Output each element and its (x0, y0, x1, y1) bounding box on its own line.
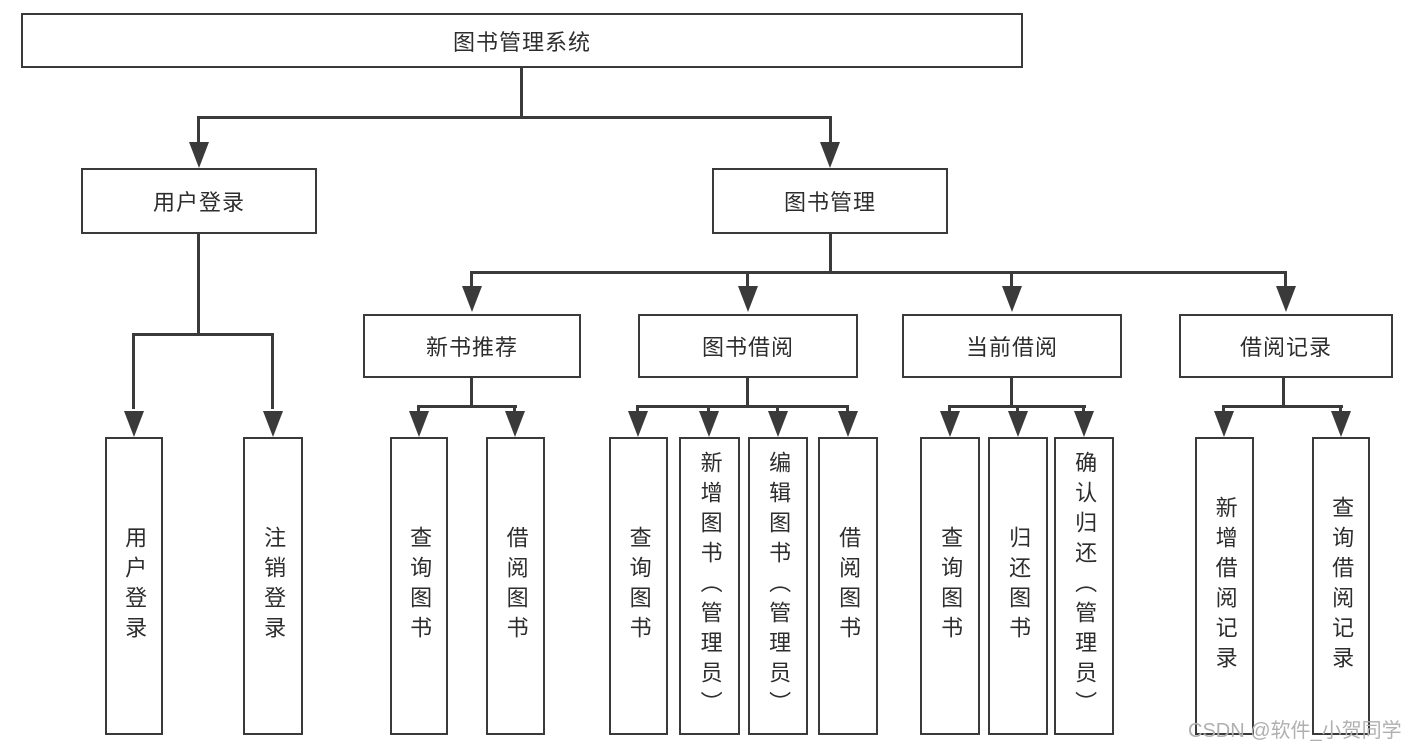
leaf-label: 新增图书（管理员） (697, 451, 723, 721)
node-borrowing-records: 借阅记录 (1179, 314, 1393, 378)
edge-book-management-stem (829, 234, 832, 274)
leaf-label: 查询图书 (626, 526, 652, 646)
leaf-query-books-current: 查询图书 (920, 437, 980, 735)
node-current-borrowing: 当前借阅 (902, 314, 1122, 378)
leaf-label: 查询图书 (407, 526, 433, 646)
edge-drop-leaf (1016, 405, 1019, 415)
edge-drop-book-management (829, 116, 832, 144)
leaf-add-books-admin: 新增图书（管理员） (679, 437, 740, 735)
arrow-down-icon (699, 411, 719, 437)
node-book-borrowing: 图书借阅 (638, 314, 858, 378)
arrow-down-icon (1074, 411, 1094, 437)
arrow-down-icon (263, 411, 283, 437)
edge-drop-leaf (1222, 405, 1225, 415)
edge-borrow-records-stem (1282, 378, 1285, 408)
edge-drop-user-login (197, 116, 200, 144)
edge-drop-borrow-records (1284, 271, 1287, 287)
leaf-confirm-return-admin: 确认归还（管理员） (1054, 437, 1114, 735)
arrow-down-icon (820, 142, 840, 168)
leaf-label: 编辑图书（管理员） (766, 451, 792, 721)
edge-root-branch-bar (197, 116, 832, 119)
arrow-down-icon (462, 286, 482, 312)
leaf-label: 归还图书 (1006, 526, 1032, 646)
leaf-label: 查询图书 (938, 526, 964, 646)
node-root-library-system: 图书管理系统 (21, 13, 1023, 68)
edge-book-management-branch-bar (470, 271, 1287, 274)
arrow-down-icon (838, 411, 858, 437)
csdn-watermark: CSDN @软件_小贺同学 (1188, 720, 1402, 742)
edge-drop-new-book (470, 271, 473, 287)
leaf-user-login: 用户登录 (105, 437, 163, 735)
arrow-down-icon (768, 411, 788, 437)
edge-borrow-records-branch-bar (1222, 405, 1343, 408)
node-label: 借阅记录 (1239, 335, 1332, 360)
leaf-label: 注销登录 (261, 526, 287, 646)
edge-drop-leaf (776, 405, 779, 415)
leaf-label: 新增借阅记录 (1212, 496, 1238, 676)
leaf-query-books-recommend: 查询图书 (390, 437, 448, 735)
arrow-down-icon (1214, 411, 1234, 437)
arrow-down-icon (1331, 411, 1351, 437)
node-user-login: 用户登录 (81, 168, 317, 234)
edge-drop-leaf (1082, 405, 1085, 415)
edge-drop-leaf (132, 333, 135, 409)
edge-drop-leaf (846, 405, 849, 415)
arrow-down-icon (940, 411, 960, 437)
leaf-edit-books-admin: 编辑图书（管理员） (748, 437, 808, 735)
leaf-label: 用户登录 (122, 526, 148, 646)
arrow-down-icon (738, 286, 758, 312)
leaf-label: 借阅图书 (503, 526, 529, 646)
edge-drop-current-borrow (1010, 271, 1013, 287)
edge-new-book-stem (470, 378, 473, 408)
node-new-book-recommendation: 新书推荐 (363, 314, 581, 378)
arrow-down-icon (1008, 411, 1028, 437)
leaf-borrow-books-recommend: 借阅图书 (486, 437, 545, 735)
arrow-down-icon (124, 411, 144, 437)
edge-drop-leaf (636, 405, 639, 415)
edge-new-book-branch-bar (417, 405, 517, 408)
edge-drop-leaf (948, 405, 951, 415)
edge-book-borrow-branch-bar (636, 405, 849, 408)
edge-book-borrow-stem (746, 378, 749, 408)
edge-drop-book-borrow (746, 271, 749, 287)
leaf-query-borrow-record: 查询借阅记录 (1312, 437, 1370, 735)
arrow-down-icon (628, 411, 648, 437)
edge-user-login-stem (197, 234, 200, 336)
leaf-borrow-books: 借阅图书 (818, 437, 878, 735)
edge-user-login-branch-bar (132, 333, 274, 336)
edge-drop-leaf (513, 405, 516, 415)
node-label: 新书推荐 (425, 335, 518, 360)
edge-current-borrow-stem (1010, 378, 1013, 408)
node-book-management: 图书管理 (712, 168, 948, 234)
leaf-return-books: 归还图书 (988, 437, 1048, 735)
edge-drop-leaf (1339, 405, 1342, 415)
arrow-down-icon (189, 142, 209, 168)
leaf-label: 借阅图书 (836, 526, 862, 646)
edge-root-stem (520, 68, 523, 118)
leaf-label: 查询借阅记录 (1329, 496, 1355, 676)
leaf-logout: 注销登录 (243, 437, 303, 735)
edge-drop-leaf (707, 405, 710, 415)
arrow-down-icon (409, 411, 429, 437)
arrow-down-icon (1002, 286, 1022, 312)
node-label: 当前借阅 (965, 335, 1058, 360)
edge-drop-leaf (271, 333, 274, 409)
node-label: 图书管理 (783, 190, 876, 215)
leaf-label: 确认归还（管理员） (1072, 451, 1098, 721)
arrow-down-icon (505, 411, 525, 437)
leaf-add-borrow-record: 新增借阅记录 (1195, 437, 1254, 735)
node-label: 图书管理系统 (452, 29, 591, 55)
node-label: 图书借阅 (701, 335, 794, 360)
edge-drop-leaf (417, 405, 420, 415)
leaf-query-books-borrow: 查询图书 (609, 437, 668, 735)
node-label: 用户登录 (152, 190, 245, 215)
arrow-down-icon (1276, 286, 1296, 312)
